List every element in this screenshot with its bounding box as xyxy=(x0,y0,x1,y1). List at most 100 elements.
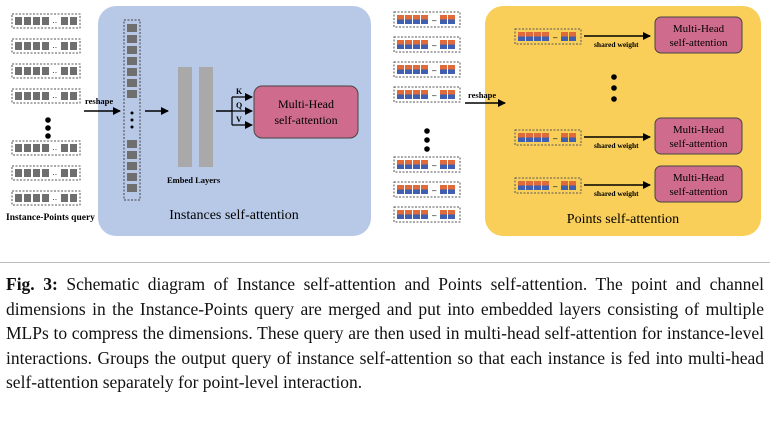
reshaped-query-column xyxy=(123,19,141,201)
blue-block xyxy=(421,164,428,169)
gray-block xyxy=(15,67,22,75)
gray-block xyxy=(42,144,49,152)
blue-block xyxy=(421,214,428,219)
orange-block xyxy=(397,90,404,95)
mha-box-right xyxy=(654,16,743,54)
blue-block xyxy=(440,164,447,169)
gray-block xyxy=(15,17,22,25)
blue-block xyxy=(561,36,568,41)
blue-block xyxy=(413,44,420,49)
gray-block xyxy=(33,42,40,50)
orange-block xyxy=(518,32,525,37)
column-block xyxy=(127,24,137,32)
dash-text: – xyxy=(553,33,558,42)
blue-block xyxy=(397,214,404,219)
gray-block xyxy=(33,17,40,25)
mha-right-line1: Multi-Head xyxy=(673,124,725,136)
dash-text: – xyxy=(432,66,437,75)
query-row-frame xyxy=(11,165,81,181)
orange-block xyxy=(397,185,404,190)
orange-block xyxy=(518,133,525,138)
query-row-frame xyxy=(11,190,81,206)
orange-block xyxy=(448,185,455,190)
query-row: ·· xyxy=(11,38,81,54)
orange-block xyxy=(440,90,447,95)
blue-block xyxy=(413,19,420,24)
blue-block xyxy=(405,189,412,194)
gray-block xyxy=(70,169,77,177)
orange-block xyxy=(413,15,420,20)
orange-block xyxy=(405,65,412,70)
query-row-frame xyxy=(11,88,81,104)
query-row-frame xyxy=(11,140,81,156)
gray-block xyxy=(33,144,40,152)
gray-block xyxy=(15,169,22,177)
orange-block xyxy=(397,160,404,165)
row-frame xyxy=(393,61,461,78)
orange-block xyxy=(421,15,428,20)
blue-block xyxy=(448,19,455,24)
blue-block xyxy=(397,19,404,24)
orange-block xyxy=(405,160,412,165)
dash-text: – xyxy=(432,161,437,170)
points-row: – xyxy=(514,129,582,146)
blue-block xyxy=(413,94,420,99)
blue-block xyxy=(397,164,404,169)
gray-block xyxy=(70,67,77,75)
blue-block xyxy=(440,44,447,49)
orange-block xyxy=(405,90,412,95)
mid-query-row: – xyxy=(393,11,461,28)
orange-block xyxy=(448,90,455,95)
query-row: ·· xyxy=(11,165,81,181)
orange-block xyxy=(526,32,533,37)
mha-right-line1: Multi-Head xyxy=(673,23,725,35)
orange-block xyxy=(405,15,412,20)
blue-block xyxy=(518,185,525,190)
blue-block xyxy=(526,185,533,190)
reshape-label-right: reshape xyxy=(468,90,496,100)
dots-text: ·· xyxy=(52,18,57,27)
column-block xyxy=(127,46,137,54)
orange-block xyxy=(397,210,404,215)
gray-block xyxy=(33,169,40,177)
gray-block xyxy=(33,194,40,202)
blue-block xyxy=(405,69,412,74)
orange-block xyxy=(397,15,404,20)
orange-block xyxy=(397,65,404,70)
orange-block xyxy=(542,133,549,138)
blue-block xyxy=(421,189,428,194)
query-row-frame xyxy=(11,63,81,79)
blue-block xyxy=(448,214,455,219)
blue-block xyxy=(405,19,412,24)
gray-block xyxy=(15,92,22,100)
orange-block xyxy=(440,210,447,215)
orange-block xyxy=(421,65,428,70)
mha-box-right xyxy=(654,117,743,155)
row-frame xyxy=(393,11,461,28)
instances-panel-title: Instances self-attention xyxy=(169,208,298,223)
blue-block xyxy=(448,189,455,194)
orange-block xyxy=(440,160,447,165)
blue-block xyxy=(405,94,412,99)
gray-block xyxy=(70,17,77,25)
gray-block xyxy=(24,144,31,152)
blue-block xyxy=(448,44,455,49)
gray-block xyxy=(24,17,31,25)
gray-block xyxy=(15,42,22,50)
column-block xyxy=(127,35,137,43)
orange-block xyxy=(448,15,455,20)
orange-block xyxy=(405,185,412,190)
orange-block xyxy=(448,210,455,215)
orange-block xyxy=(542,181,549,186)
blue-block xyxy=(448,94,455,99)
points-rows: –shared weightMulti-Headself-attention–s… xyxy=(514,16,743,203)
gray-block xyxy=(61,17,68,25)
orange-block xyxy=(413,40,420,45)
row-frame xyxy=(393,181,461,198)
mha-right-line2: self-attention xyxy=(669,37,728,49)
gray-block xyxy=(24,42,31,50)
gray-block xyxy=(61,194,68,202)
k-label: K xyxy=(236,87,243,96)
blue-block xyxy=(569,36,576,41)
blue-block xyxy=(413,189,420,194)
